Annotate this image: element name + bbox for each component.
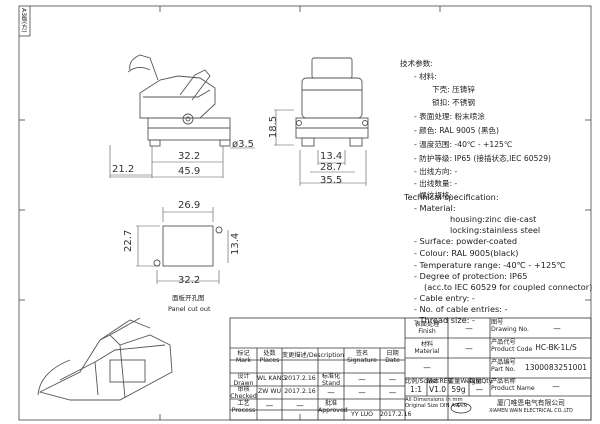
- checked-name: ZW WU: [258, 388, 281, 395]
- checked-blank-3: —: [388, 388, 397, 397]
- dim-35-5: 35.5: [320, 175, 343, 186]
- material-value: —: [465, 344, 473, 353]
- drawn-name: WL KANG: [257, 375, 287, 382]
- qty-cell: 数量Qty.—: [469, 378, 494, 394]
- cutout-caption-cn: 面板开孔图: [172, 294, 205, 302]
- corner-label: A3版(方): [20, 8, 27, 33]
- spec-en-housing: housing:zinc die-cast: [450, 214, 537, 224]
- dim-32-2: 32.2: [178, 151, 201, 162]
- spec-en-cable-entry: - Cable entry: -: [414, 293, 475, 303]
- company-logo: WAIN: [455, 404, 467, 409]
- spec-cn-surface: - 表面处理: 粉末喷涂: [414, 112, 485, 121]
- spec-cn-lower-shell: 下壳: 压铸锌: [432, 85, 475, 94]
- dim-13-4-cut: 13.4: [230, 232, 241, 255]
- stand-date: —: [388, 375, 397, 384]
- finish-value: —: [465, 324, 473, 333]
- spec-cn-temp: - 温度范围: -40℃ - +125℃: [414, 140, 513, 149]
- material-blank: —: [423, 363, 431, 372]
- spec-en-surface: - Surface: powder-coated: [414, 236, 518, 246]
- spec-en-material: - Material:: [414, 203, 456, 213]
- approved-date: 2017.2.16: [380, 411, 412, 418]
- spec-en-temp: - Temperature range: -40℃ - +125℃: [414, 260, 566, 270]
- version-cell: 版本REV.V1.0: [427, 378, 453, 394]
- spec-cn-protection: - 防护等级: IP65 (接插状态,IEC 60529): [414, 154, 552, 163]
- spec-en-locking: locking:stainless steel: [450, 225, 541, 235]
- checked-blank-2: —: [358, 388, 366, 397]
- dim-18-5: 18.5: [268, 115, 280, 139]
- spec-cn-cable-count: - 出线数量: -: [414, 179, 458, 188]
- dim-21-2: 21.2: [112, 164, 135, 175]
- dim-26-9: 26.9: [178, 200, 201, 211]
- spec-cn-colour: - 颜色: RAL 9005 (黑色): [414, 126, 499, 135]
- dim-45-9: 45.9: [178, 166, 201, 177]
- spec-en-title: Technical specification:: [404, 192, 499, 202]
- checked-blank-1: —: [327, 388, 335, 397]
- stand-name: —: [358, 375, 366, 384]
- spec-en-protection: - Degree of protection: IP65: [414, 271, 528, 281]
- approved-name: YY LUO: [350, 411, 374, 418]
- checked-date: 2017.2.16: [284, 388, 316, 395]
- product-code-value: HC-BK-1L/S: [535, 343, 577, 352]
- part-no-value: 1300083251001: [524, 363, 588, 372]
- description-header: 变更描述/Description: [282, 352, 345, 359]
- spec-en-thread: - Thread size: -: [414, 315, 475, 325]
- cutout-caption-en: Panel cut out: [168, 305, 211, 313]
- drawn-date: 2017.2.16: [284, 375, 316, 382]
- dim-32-2-cut: 32.2: [178, 275, 201, 286]
- dim-hole-3-5: ø3.5: [232, 139, 255, 150]
- drawing-no-value: —: [553, 324, 561, 333]
- spec-cn-lock: 锁扣: 不锈钢: [432, 98, 475, 107]
- dim-hole-3-5-value: 3.5: [238, 139, 255, 150]
- spec-en-colour: - Colour: RAL 9005(black): [414, 248, 519, 258]
- dim-13-4: 13.4: [320, 151, 343, 162]
- product-name-value: —: [552, 382, 560, 391]
- dim-22-7: 22.7: [123, 229, 134, 252]
- spec-cn-material: - 材料:: [414, 72, 437, 81]
- spec-cn-cable-dir: - 出线方向: -: [414, 167, 458, 176]
- dim-28-7: 28.7: [320, 162, 343, 173]
- spec-en-cable-count: - No. of cable entries: -: [414, 304, 508, 314]
- process-blank-1: —: [265, 401, 274, 410]
- spec-cn-title: 技术参数:: [400, 59, 433, 68]
- spec-en-protection-note: (acc.to IEC 60529 for coupled connector): [424, 282, 593, 292]
- process-blank-2: —: [296, 401, 304, 410]
- spec-cn-thread: - 螺纹规格: -: [414, 191, 458, 200]
